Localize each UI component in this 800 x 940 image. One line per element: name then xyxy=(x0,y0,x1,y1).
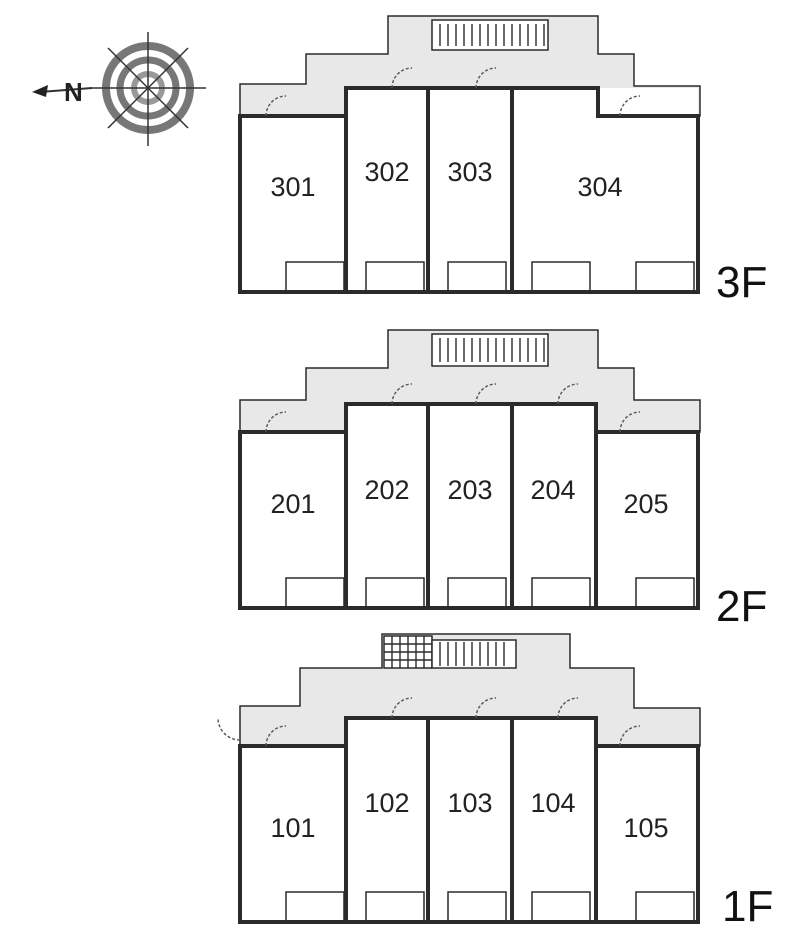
unit-label: 304 xyxy=(577,172,622,202)
unit-label: 303 xyxy=(447,157,492,187)
north-arrow-icon xyxy=(32,85,48,97)
floor-label: 3F xyxy=(716,258,767,307)
floor-2f: 201 202 203 204 205 2F xyxy=(238,329,767,631)
unit-label: 302 xyxy=(364,157,409,187)
staircase xyxy=(431,333,549,367)
floor-label: 1F xyxy=(722,882,773,931)
north-label: N xyxy=(64,77,83,107)
unit-label: 104 xyxy=(530,788,575,818)
unit-label: 201 xyxy=(270,489,315,519)
compass-icon: N xyxy=(32,32,206,146)
staircase xyxy=(431,19,549,51)
floor-label: 2F xyxy=(716,582,767,631)
floor-3f: 301 302 303 304 3F xyxy=(238,15,767,307)
unit-label: 204 xyxy=(530,475,575,505)
unit-label: 203 xyxy=(447,475,492,505)
unit-label: 101 xyxy=(270,813,315,843)
unit-label: 102 xyxy=(364,788,409,818)
unit-label: 301 xyxy=(270,172,315,202)
unit-label: 205 xyxy=(623,489,668,519)
floor-1f: 101 102 103 104 105 1F xyxy=(217,633,773,931)
staircase xyxy=(383,635,517,669)
unit-label: 103 xyxy=(447,788,492,818)
unit-label: 202 xyxy=(364,475,409,505)
unit-label: 105 xyxy=(623,813,668,843)
